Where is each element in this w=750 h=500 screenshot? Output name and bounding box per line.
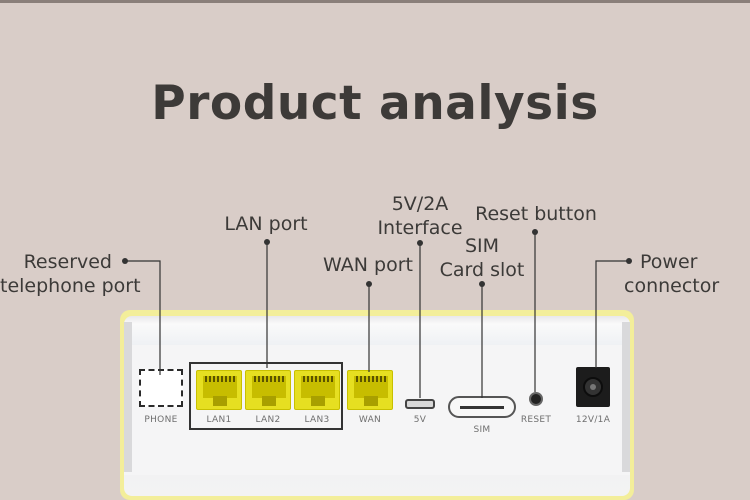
callout-phone-line1: Reserved [23, 251, 112, 273]
power-label: 12V/1A [575, 415, 611, 425]
top-border [0, 0, 750, 3]
usb-5v-port [405, 399, 435, 409]
callout-leader-lines [122, 229, 632, 398]
lan2-port [245, 370, 291, 410]
callout-wan: WAN port [323, 254, 413, 276]
power-leader-dot [626, 258, 632, 264]
phone-port [139, 369, 183, 407]
sim-label: SIM [473, 425, 491, 435]
callout-reset: Reset button [475, 203, 597, 225]
lan-ports-box [189, 362, 343, 430]
lan1-label: LAN1 [206, 415, 232, 425]
router-right-rim [622, 322, 630, 472]
lan-leader-dot [264, 239, 270, 245]
power-leader [595, 260, 629, 368]
sim-leader-dot [479, 281, 485, 287]
phone-leader-dot [122, 258, 128, 264]
page-title: Product analysis [151, 76, 599, 131]
phone-port-label: PHONE [144, 415, 178, 425]
power-dc-jack [576, 367, 610, 407]
lan3-port [294, 370, 340, 410]
wan-port [347, 370, 393, 410]
router-left-rim [124, 322, 132, 472]
interface-leader-dot [417, 240, 423, 246]
callout-power-line1: Power [640, 251, 698, 273]
reset-label: RESET [520, 415, 552, 425]
callout-power-line2: connector [624, 275, 720, 297]
reset-leader-dot [532, 229, 538, 235]
reset-button-hole [529, 392, 543, 406]
lan1-port [196, 370, 242, 410]
callout-sim-line2: Card slot [439, 259, 525, 281]
callout-lan: LAN port [224, 213, 308, 235]
router-port-panel [124, 345, 630, 475]
callout-sim-line1: SIM [464, 235, 500, 257]
callout-phone-line2: telephone port [0, 275, 141, 297]
lan3-label: LAN3 [304, 415, 330, 425]
wan-leader-dot [366, 281, 372, 287]
wan-label: WAN [358, 415, 382, 425]
lan2-label: LAN2 [255, 415, 281, 425]
callout-interface-line2: Interface [377, 217, 463, 239]
phone-leader [125, 260, 161, 375]
usb-5v-label: 5V [413, 415, 427, 425]
callout-interface-line1: 5V/2A [391, 193, 449, 215]
